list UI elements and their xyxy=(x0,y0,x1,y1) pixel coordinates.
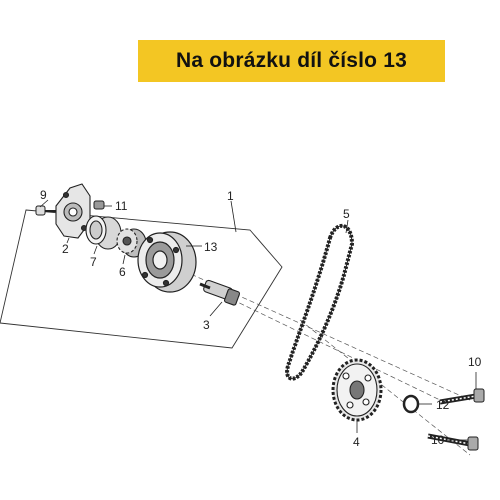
leader-lines xyxy=(39,199,477,441)
callout-9: 9 xyxy=(40,188,47,202)
bolt-part-10-upper xyxy=(439,388,485,405)
callout-1: 1 xyxy=(227,189,234,203)
callout-11: 11 xyxy=(115,199,128,213)
callout-5: 5 xyxy=(343,207,350,221)
callout-3: 3 xyxy=(203,318,210,332)
washer-part-12 xyxy=(402,394,420,414)
pin-part-11 xyxy=(93,200,105,210)
callout-4: 4 xyxy=(353,435,360,449)
callout-2: 2 xyxy=(62,242,69,256)
outer-rotor-part-7 xyxy=(85,215,122,250)
banner-text: Na obrázku díl číslo 13 xyxy=(175,49,407,72)
screw-part-9 xyxy=(35,205,58,216)
sprocket-part-4 xyxy=(331,358,383,422)
pump-body-part-13 xyxy=(137,231,197,293)
assembly-boundary xyxy=(0,209,283,349)
callout-7: 7 xyxy=(90,255,97,269)
shaft-part-3 xyxy=(199,279,241,306)
chain-part-5 xyxy=(285,224,355,381)
callout-10-lower: 10 xyxy=(431,433,445,447)
pump-cover-part-2 xyxy=(55,183,91,239)
part-number-banner: Na obrázku díl číslo 13 xyxy=(138,40,445,82)
callout-6: 6 xyxy=(119,265,126,279)
callout-12: 12 xyxy=(436,398,450,412)
inner-rotor-part-6 xyxy=(116,228,147,258)
callout-13: 13 xyxy=(204,240,218,254)
callout-10-upper: 10 xyxy=(468,355,482,369)
